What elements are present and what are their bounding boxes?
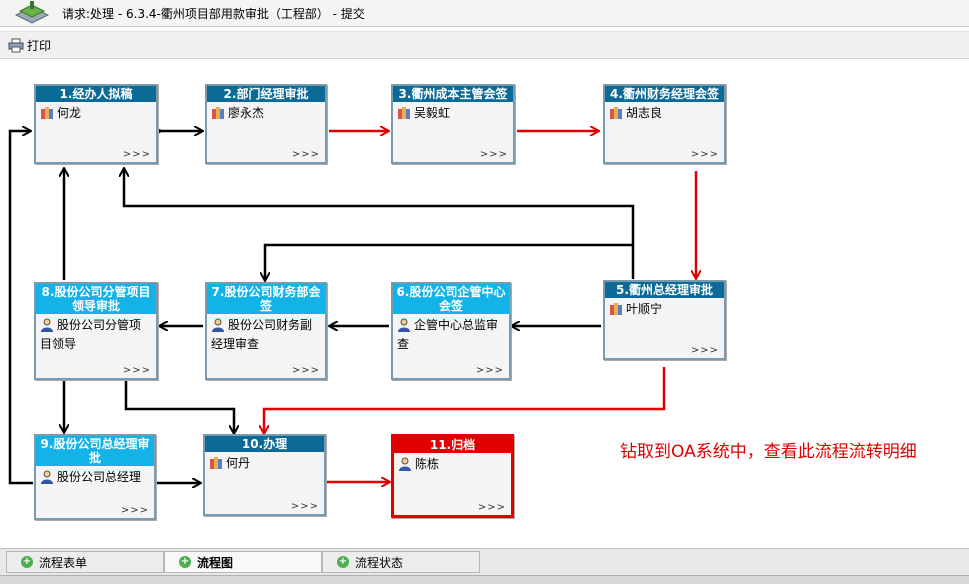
user-icon <box>40 470 54 488</box>
node-assignee: 何龙 <box>57 106 82 120</box>
node-title: 2.部门经理审批 <box>207 86 325 102</box>
tab-flow-form[interactable]: + 流程表单 <box>6 551 164 573</box>
title-bar: 请求:处理 - 6.3.4-衢州项目部用款审批（工程部） - 提交 <box>0 0 969 27</box>
node-title: 6.股份公司企管中心会签 <box>393 284 509 314</box>
flow-node-3[interactable]: 3.衢州成本主管会签 吴毅虹 >>> <box>391 84 515 164</box>
flowchart-canvas: 1.经办人拟稿 何龙 >>> 2.部门经理审批 廖永杰 >>> 3.衢州成本主管… <box>0 58 969 548</box>
node-assignee: 廖永杰 <box>228 106 265 120</box>
connector-9-1 <box>8 131 33 485</box>
printer-icon <box>8 38 24 52</box>
node-title: 5.衢州总经理审批 <box>605 282 724 298</box>
node-title: 8.股份公司分管项目领导审批 <box>36 284 156 314</box>
node-assignee: 陈栋 <box>415 457 440 471</box>
flow-node-10[interactable]: 10.办理 何丹 >>> <box>203 434 326 516</box>
app-logo-icon <box>14 1 50 24</box>
connector-5-1 <box>124 169 635 279</box>
node-assignee: 何丹 <box>226 456 251 470</box>
node-more-link[interactable]: >>> <box>479 149 508 160</box>
tab-label: 流程状态 <box>355 555 404 570</box>
node-assignee: 股份公司总经理 <box>57 470 142 484</box>
node-assignee: 股份公司财务副经理审查 <box>211 318 313 351</box>
tab-flow-status[interactable]: + 流程状态 <box>322 551 480 573</box>
node-more-link[interactable]: >>> <box>475 365 504 376</box>
node-more-link[interactable]: >>> <box>690 149 719 160</box>
connector-8-10 <box>124 381 234 433</box>
group-icon <box>40 106 54 124</box>
flow-node-5[interactable]: 5.衢州总经理审批 叶顺宁 >>> <box>603 280 726 360</box>
node-title: 1.经办人拟稿 <box>36 86 156 102</box>
plus-circle-icon: + <box>337 556 349 568</box>
node-more-link[interactable]: >>> <box>120 505 149 516</box>
node-more-link[interactable]: >>> <box>291 149 320 160</box>
node-assignee: 叶顺宁 <box>626 302 663 316</box>
print-label: 打印 <box>27 38 52 53</box>
group-icon <box>397 106 411 124</box>
window-title: 请求:处理 - 6.3.4-衢州项目部用款审批（工程部） - 提交 <box>62 7 365 21</box>
user-icon <box>40 318 54 336</box>
node-assignee: 胡志良 <box>626 106 663 120</box>
node-title: 10.办理 <box>205 436 324 452</box>
node-more-link[interactable]: >>> <box>690 345 719 356</box>
flow-node-6[interactable]: 6.股份公司企管中心会签 企管中心总监审查 >>> <box>391 282 511 380</box>
node-title: 3.衢州成本主管会签 <box>393 86 513 102</box>
user-icon <box>398 457 412 475</box>
flow-node-4[interactable]: 4.衢州财务经理会签 胡志良 >>> <box>603 84 726 164</box>
tab-label: 流程图 <box>197 555 234 570</box>
print-button[interactable]: 打印 <box>8 36 51 54</box>
plus-circle-icon: + <box>21 556 33 568</box>
user-icon <box>211 318 225 336</box>
node-title: 7.股份公司财务部会签 <box>207 284 325 314</box>
flow-node-2[interactable]: 2.部门经理审批 廖永杰 >>> <box>205 84 327 164</box>
tab-label: 流程表单 <box>39 555 88 570</box>
group-icon <box>211 106 225 124</box>
flow-node-1[interactable]: 1.经办人拟稿 何龙 >>> <box>34 84 158 164</box>
connector-5-7 <box>265 243 633 280</box>
annotation-note: 钻取到OA系统中，查看此流程流转明细 <box>620 442 917 462</box>
bottom-tab-bar: + 流程表单 + 流程图 + 流程状态 <box>0 548 969 575</box>
node-assignee: 吴毅虹 <box>414 106 451 120</box>
flow-connectors <box>8 58 969 548</box>
connector-5-10 <box>264 367 666 433</box>
node-more-link[interactable]: >>> <box>290 501 319 512</box>
flow-node-9[interactable]: 9.股份公司总经理审批 股份公司总经理 >>> <box>34 434 156 520</box>
tab-flow-chart[interactable]: + 流程图 <box>164 551 322 573</box>
group-icon <box>609 302 623 320</box>
node-assignee: 股份公司分管项目领导 <box>40 318 142 351</box>
flow-node-11[interactable]: 11.归档 陈栋 >>> <box>391 434 514 518</box>
node-more-link[interactable]: >>> <box>477 502 506 513</box>
user-icon <box>397 318 411 336</box>
flow-node-7[interactable]: 7.股份公司财务部会签 股份公司财务副经理审查 >>> <box>205 282 327 380</box>
group-icon <box>609 106 623 124</box>
node-more-link[interactable]: >>> <box>291 365 320 376</box>
node-more-link[interactable]: >>> <box>122 365 151 376</box>
plus-circle-icon: + <box>179 556 191 568</box>
toolbar: 打印 <box>0 31 969 59</box>
node-title: 4.衢州财务经理会签 <box>605 86 724 102</box>
node-title: 9.股份公司总经理审批 <box>36 436 154 466</box>
group-icon <box>209 456 223 474</box>
node-assignee: 企管中心总监审查 <box>397 318 499 351</box>
status-bar <box>0 575 969 584</box>
node-title: 11.归档 <box>394 437 511 453</box>
node-more-link[interactable]: >>> <box>122 149 151 160</box>
flow-node-8[interactable]: 8.股份公司分管项目领导审批 股份公司分管项目领导 >>> <box>34 282 158 380</box>
